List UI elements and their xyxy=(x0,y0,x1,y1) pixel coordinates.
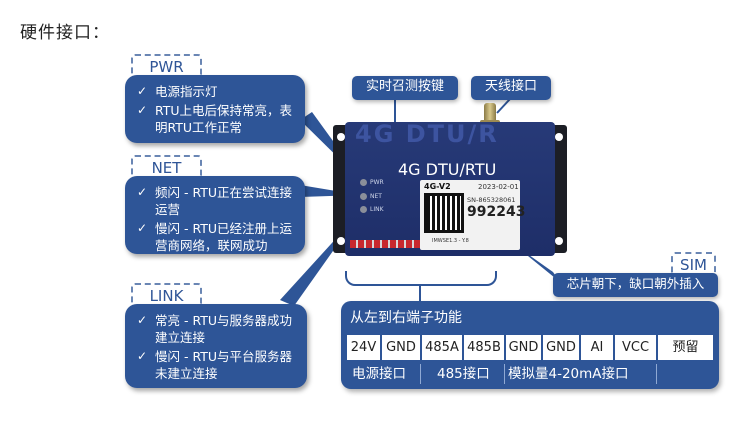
check-icon: ✓ xyxy=(137,349,148,363)
check-icon: ✓ xyxy=(137,313,148,327)
net-item-1: 频闪 - RTU正在尝试连接运营 xyxy=(155,185,293,217)
pwr-led-icon xyxy=(360,179,367,186)
net-led-icon xyxy=(360,193,367,200)
list-item: ✓ 常亮 - RTU与服务器成功建立连接 xyxy=(137,312,297,346)
group-separator xyxy=(656,364,657,384)
link-item-1: 常亮 - RTU与服务器成功建立连接 xyxy=(155,313,293,345)
list-item: ✓ 慢闪 - RTU与平台服务器未建立连接 xyxy=(137,348,297,382)
group-485: 485接口 xyxy=(437,366,490,382)
pwr-bubble: ✓ 电源指示灯 ✓ RTU上电后保持常亮，表明RTU工作正常 xyxy=(125,75,305,143)
pin-cell: AI xyxy=(580,334,614,361)
ports-title: 从左到右端子功能 xyxy=(350,310,462,326)
group-separator xyxy=(420,364,421,384)
sim-tag: SIM xyxy=(671,252,716,276)
pin-cell: 24V xyxy=(346,334,381,361)
pin-cell: 485A xyxy=(421,334,463,361)
antenna-callout: 天线接口 xyxy=(471,76,551,100)
pin-cell: GND xyxy=(381,334,421,361)
device-title: 4G DTU/RTU xyxy=(398,160,497,179)
group-power: 电源接口 xyxy=(352,366,406,382)
net-item-2: 慢闪 - RTU已经注册上运营商网络，联网成功 xyxy=(155,221,293,253)
list-item: ✓ 电源指示灯 xyxy=(137,83,295,100)
antenna-icon xyxy=(484,103,496,123)
device-watermark: 4G DTU/R xyxy=(355,120,499,148)
check-icon: ✓ xyxy=(137,185,148,199)
terminal-block xyxy=(350,240,420,248)
pin-cell: VCC xyxy=(614,334,657,361)
reset-button-callout: 实时召测按键 xyxy=(352,76,458,100)
check-icon: ✓ xyxy=(137,84,148,98)
list-item: ✓ 慢闪 - RTU已经注册上运营商网络，联网成功 xyxy=(137,220,295,254)
device-sn: SN-865328061 xyxy=(467,196,516,204)
check-icon: ✓ xyxy=(137,103,148,117)
list-item: ✓ RTU上电后保持常亮，表明RTU工作正常 xyxy=(137,102,295,136)
link-bubble: ✓ 常亮 - RTU与服务器成功建立连接 ✓ 慢闪 - RTU与平台服务器未建立连接 xyxy=(125,304,307,388)
pin-cell: 预留 xyxy=(657,334,714,361)
group-separator xyxy=(504,364,505,384)
page-title: 硬件接口： xyxy=(20,23,110,43)
mount-flange-right xyxy=(551,125,567,253)
pin-cell: 485B xyxy=(463,334,505,361)
qr-code-icon xyxy=(424,193,464,233)
pwr-item-1: 电源指示灯 xyxy=(155,84,218,99)
terminal-bracket xyxy=(345,271,497,286)
device-model: 4G-V2 xyxy=(424,182,451,191)
list-item: ✓ 频闪 - RTU正在尝试连接运营 xyxy=(137,184,295,218)
net-bubble: ✓ 频闪 - RTU正在尝试连接运营 ✓ 慢闪 - RTU已经注册上运营商网络，联网… xyxy=(125,176,305,254)
sim-callout: 芯片朝下，缺口朝外插入 xyxy=(553,273,718,297)
check-icon: ✓ xyxy=(137,221,148,235)
pin-cell: GND xyxy=(505,334,542,361)
pwr-item-2: RTU上电后保持常亮，表明RTU工作正常 xyxy=(155,103,293,135)
device-code: 992243 xyxy=(467,204,526,220)
link-led-icon xyxy=(360,206,367,213)
led-label-net: NET xyxy=(370,193,382,200)
led-label-link: LINK xyxy=(370,206,384,213)
device-date: 2023-02-01 xyxy=(478,183,519,191)
device-footer: IMWSE1.3 - Y.8 xyxy=(432,238,469,244)
group-analog: 模拟量4-20mA接口 xyxy=(508,366,629,382)
pin-cell: GND xyxy=(542,334,580,361)
led-label-pwr: PWR xyxy=(370,179,384,186)
link-item-2: 慢闪 - RTU与平台服务器未建立连接 xyxy=(155,349,293,381)
